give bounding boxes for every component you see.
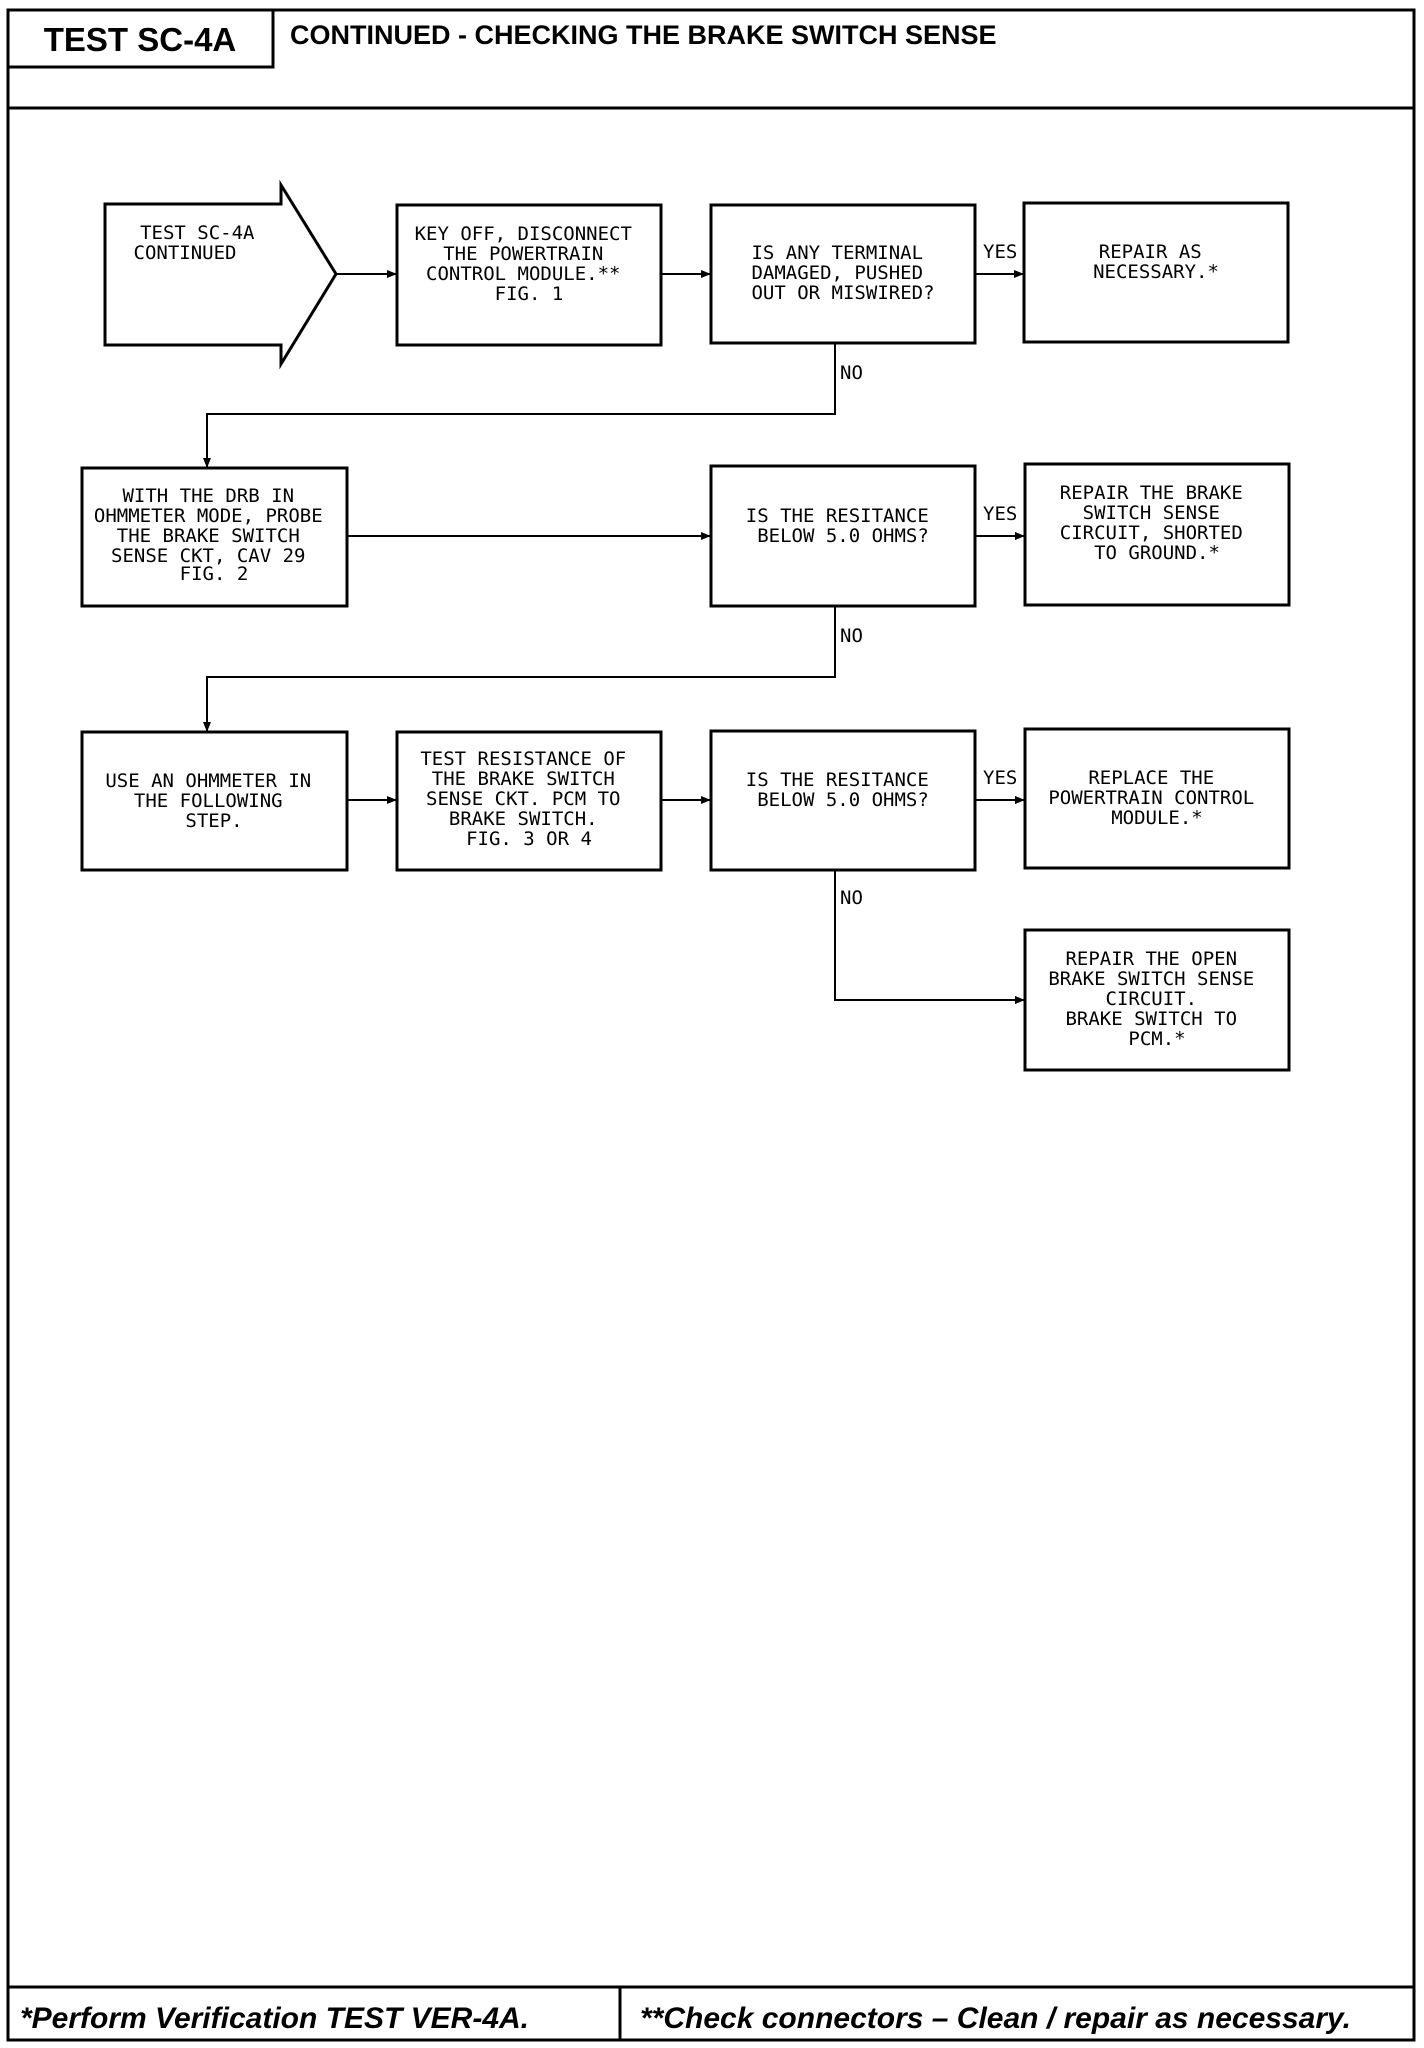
svg-text:REPAIR THE OPEN BRAKE SW: REPAIR THE OPEN BRAKE SWITCH SENSE CIRCU… [1048, 948, 1265, 1050]
svg-text:IS THE RESITANCE BELOW 5: IS THE RESITANCE BELOW 5.0 OHMS? [746, 769, 940, 811]
repair-open-box: REPAIR THE OPEN BRAKE SWITCH SENSE CIRCU… [1023, 928, 1291, 1072]
test-id-label: TEST SC-4A [44, 21, 237, 58]
step-use-ohmmeter-box: USE AN OHMMETER IN THE FOLLOWING STEP. [80, 730, 349, 872]
step-drb-probe-box: WITH THE DRB IN OHMMETER MODE, PROBE THE… [80, 466, 349, 608]
svg-text:KEY OFF, DISCONNECT THE: KEY OFF, DISCONNECT THE POWERTRAIN CONTR… [415, 223, 644, 305]
svg-text:REPLACE THE POWERTRAIN C: REPLACE THE POWERTRAIN CONTROL MODULE.* [1048, 767, 1265, 829]
svg-text:REPAIR AS NECESSARY.*: REPAIR AS NECESSARY.* [1093, 241, 1219, 283]
step-key-off-box: KEY OFF, DISCONNECT THE POWERTRAIN CONTR… [395, 203, 663, 347]
footer-note-verification: *Perform Verification TEST VER-4A. [20, 2002, 529, 2035]
page-title: CONTINUED - CHECKING THE BRAKE SWITCH SE… [290, 20, 997, 50]
svg-text:USE AN OHMMETER IN THE F: USE AN OHMMETER IN THE FOLLOWING STEP. [105, 770, 322, 832]
step-test-resistance-box: TEST RESISTANCE OF THE BRAKE SWITCH SENS… [395, 730, 663, 872]
repair-shorted-box: REPAIR THE BRAKE SWITCH SENSE CIRCUIT, S… [1023, 462, 1291, 607]
yes-label: YES [983, 241, 1017, 263]
svg-text:IS ANY TERMINAL DAMAGED,: IS ANY TERMINAL DAMAGED, PUSHED OUT OR M… [751, 242, 934, 304]
start-label: TEST SC-4A CONTINUED [134, 222, 266, 264]
no-label: NO [840, 887, 863, 909]
svg-text:IS THE RESITANCE BELOW 5: IS THE RESITANCE BELOW 5.0 OHMS? [746, 505, 940, 547]
page-frame [6, 8, 1416, 2042]
start-arrow [103, 179, 338, 370]
yes-label: YES [983, 503, 1017, 525]
no-label: NO [840, 362, 863, 384]
footer-note-connectors: **Check connectors – Clean / repair as n… [640, 2002, 1351, 2035]
connector-lines [203, 270, 1025, 1004]
decision-resistance-2-box: IS THE RESITANCE BELOW 5.0 OHMS? [709, 729, 977, 872]
svg-text:TEST RESISTANCE OF THE B: TEST RESISTANCE OF THE BRAKE SWITCH SENS… [420, 748, 637, 850]
yes-label: YES [983, 767, 1017, 789]
no-label: NO [840, 625, 863, 647]
decision-resistance-1-box: IS THE RESITANCE BELOW 5.0 OHMS? [709, 464, 977, 608]
replace-pcm-box: REPLACE THE POWERTRAIN CONTROL MODULE.* [1023, 727, 1291, 870]
decision-terminal-box: IS ANY TERMINAL DAMAGED, PUSHED OUT OR M… [709, 203, 977, 345]
svg-text:WITH THE DRB IN OHMMETER: WITH THE DRB IN OHMMETER MODE, PROBE THE… [94, 485, 334, 585]
svg-text:REPAIR THE BRAKE SWITCH: REPAIR THE BRAKE SWITCH SENSE CIRCUIT, S… [1060, 482, 1254, 564]
repair-necessary-box: REPAIR AS NECESSARY.* [1022, 201, 1290, 344]
